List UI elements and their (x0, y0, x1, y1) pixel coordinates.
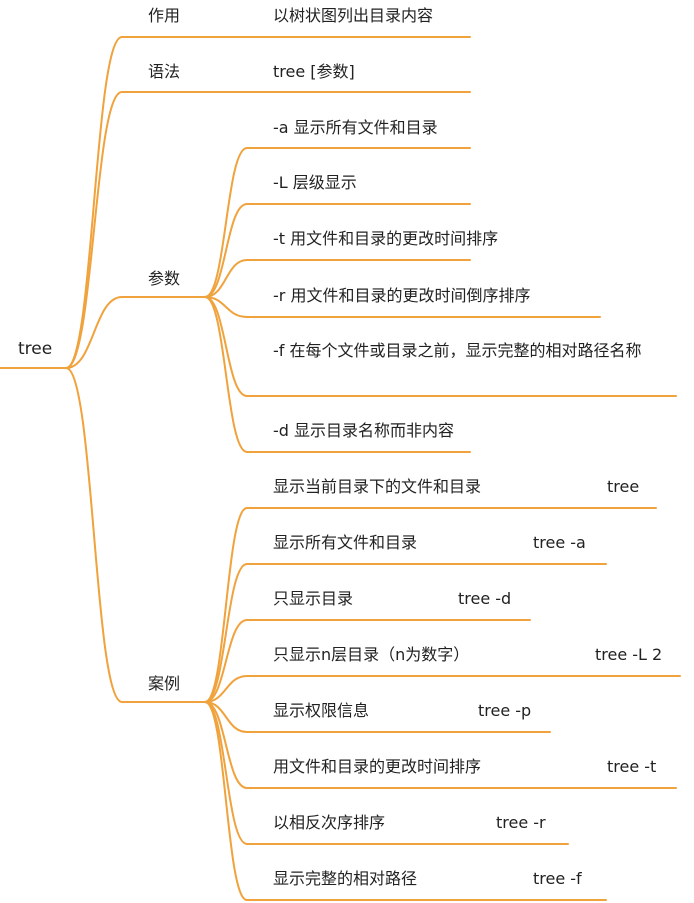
param-connector (204, 203, 248, 298)
param-connector (204, 147, 248, 298)
example-connector (204, 507, 248, 703)
branch-examples-connector (65, 367, 123, 703)
param-connector (204, 296, 248, 318)
root-node[interactable]: tree (18, 339, 53, 359)
example-desc[interactable]: 显示完整的相对路径 (273, 869, 418, 888)
param-item[interactable]: -f 在每个文件或目录之前，显示完整的相对路径名称 (273, 341, 642, 360)
example-desc[interactable]: 显示所有文件和目录 (273, 533, 418, 552)
example-connector (204, 675, 248, 703)
example-cmd[interactable]: tree -t (607, 757, 657, 776)
example-cmd[interactable]: tree -L 2 (595, 645, 663, 664)
param-item[interactable]: -r 用文件和目录的更改时间倒序排序 (273, 286, 531, 305)
example-cmd[interactable]: tree -p (478, 701, 532, 720)
example-cmd[interactable]: tree -f (533, 869, 582, 888)
example-cmd[interactable]: tree -r (496, 813, 546, 832)
example-desc[interactable]: 用文件和目录的更改时间排序 (273, 757, 482, 776)
branch-params-connector (65, 296, 123, 369)
branch-params-label[interactable]: 参数 (148, 269, 181, 288)
example-connector (204, 701, 248, 845)
example-desc[interactable]: 显示当前目录下的文件和目录 (273, 477, 482, 496)
branch-examples-label[interactable]: 案例 (148, 674, 181, 693)
example-desc[interactable]: 以相反次序排序 (273, 813, 386, 832)
branch-purpose-connector (65, 36, 123, 369)
example-connector (204, 619, 248, 703)
branch-purpose-value[interactable]: 以树状图列出目录内容 (273, 6, 434, 25)
example-desc[interactable]: 只显示n层目录（n为数字） (273, 645, 470, 664)
param-item[interactable]: -d 显示目录名称而非内容 (273, 421, 455, 440)
branch-syntax-connector (65, 91, 123, 369)
example-cmd[interactable]: tree -d (458, 589, 512, 608)
param-item[interactable]: -L 层级显示 (273, 173, 357, 192)
example-cmd[interactable]: tree (607, 477, 640, 496)
example-connector (204, 701, 248, 901)
param-connector (204, 259, 248, 298)
example-connector (204, 563, 248, 703)
param-item[interactable]: -t 用文件和目录的更改时间排序 (273, 229, 499, 248)
example-cmd[interactable]: tree -a (533, 533, 586, 552)
example-desc[interactable]: 显示权限信息 (273, 701, 370, 720)
param-item[interactable]: -a 显示所有文件和目录 (273, 118, 438, 137)
example-desc[interactable]: 只显示目录 (273, 589, 354, 608)
param-connector (204, 296, 248, 453)
branch-syntax-label[interactable]: 语法 (148, 62, 181, 81)
branch-syntax-value[interactable]: tree [参数] (273, 62, 355, 81)
branch-purpose-label[interactable]: 作用 (148, 6, 181, 25)
